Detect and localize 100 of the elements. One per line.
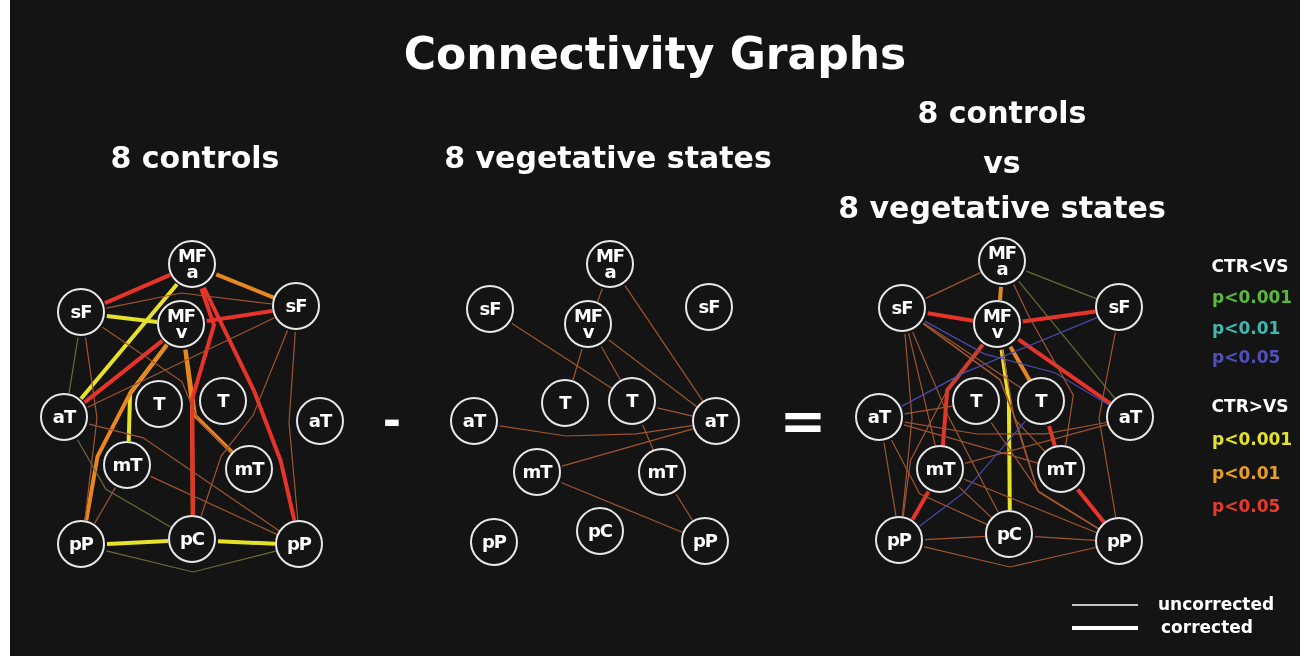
connection-line (1018, 280, 1116, 400)
connection-line (79, 282, 179, 401)
brain-region-node (952, 377, 1000, 425)
node-label: T (216, 393, 231, 409)
connection-line (572, 348, 583, 381)
node-label: sF (697, 299, 721, 315)
connection-line (202, 286, 297, 522)
connection-line (1008, 345, 1032, 382)
connection-line (511, 323, 613, 389)
brain-region-node (586, 240, 634, 288)
brain-region-node (272, 282, 320, 330)
brain-region-node (541, 379, 589, 427)
brain-region-node (466, 285, 514, 333)
connection-line (1025, 270, 1098, 300)
node-label: T (1034, 393, 1049, 409)
brain-region-node (513, 448, 561, 496)
connection-line (927, 311, 974, 323)
node-label: aT (703, 413, 729, 429)
brain-region-node (875, 516, 923, 564)
connection-line (624, 285, 704, 402)
connection-line (190, 287, 217, 515)
node-label: mT (1046, 461, 1076, 477)
connection-line (105, 292, 273, 309)
node-label: T (558, 395, 573, 411)
brain-region-node (168, 240, 216, 288)
node-label: MF v (573, 308, 603, 340)
node-label: mT (522, 464, 552, 480)
node-label: mT (647, 464, 677, 480)
minus-sign: - (382, 395, 402, 446)
equals-sign: = (779, 388, 827, 453)
connection-line (561, 428, 694, 467)
connection-line (1098, 332, 1117, 518)
node-label: MF v (166, 308, 196, 340)
connection-line (1047, 425, 1057, 447)
brain-region-node (275, 520, 323, 568)
connection-line (1022, 309, 1096, 324)
graph-heading: 8 vegetative states (444, 140, 772, 175)
connection-line (106, 539, 169, 546)
connection-line (902, 344, 984, 517)
connection-line (104, 273, 171, 305)
connection-line (597, 287, 603, 303)
graph-heading: 8 controls (110, 140, 280, 175)
node-label: MF a (595, 248, 625, 280)
brain-region-node (978, 237, 1026, 285)
node-label: sF (1107, 299, 1131, 315)
brain-region-node (1106, 393, 1154, 441)
brain-region-node (576, 507, 624, 555)
brain-region-node (450, 397, 498, 445)
node-label: pP (885, 532, 913, 548)
legend-label: p<0.01 (1212, 463, 1281, 483)
brain-region-node (168, 515, 216, 563)
connection-line (891, 439, 988, 526)
legend-label: p<0.05 (1212, 496, 1281, 516)
brain-region-node (916, 445, 964, 493)
connection-line (901, 333, 913, 517)
connection-line (76, 439, 172, 528)
title: Connectivity Graphs (403, 28, 907, 79)
brain-region-node (564, 300, 612, 348)
connection-line (84, 343, 169, 521)
connection-line (903, 424, 1039, 464)
connection-line (217, 539, 276, 546)
connection-line (68, 337, 79, 394)
node-label: sF (69, 304, 93, 320)
connection-line (912, 331, 1000, 514)
legend-label: p<0.01 (1212, 318, 1281, 338)
brain-region-node (685, 283, 733, 331)
connection-line (964, 424, 1108, 464)
connection-line (87, 317, 275, 408)
connection-line (83, 339, 164, 404)
connection-line (883, 442, 897, 517)
legend-label: corrected (1161, 617, 1253, 637)
brain-region-node (57, 520, 105, 568)
connection-line (925, 272, 981, 299)
node-label: mT (234, 461, 264, 477)
brain-region-node (157, 300, 205, 348)
node-label: pP (1105, 533, 1133, 549)
brain-region-node (855, 393, 903, 441)
brain-region-node (296, 397, 344, 445)
legend-heading: CTR<VS (1211, 256, 1289, 276)
connection-line (105, 550, 277, 573)
node-label: pC (586, 523, 614, 539)
connection-line (919, 420, 1027, 527)
brain-region-node (1037, 445, 1085, 493)
brain-region-node (1017, 377, 1065, 425)
connection-line (1034, 536, 1096, 541)
brain-region-node (638, 448, 686, 496)
brain-region-node (692, 397, 740, 445)
brain-region-node (608, 377, 656, 425)
connection-line (1001, 349, 1100, 530)
connection-line (288, 331, 299, 521)
node-label: pP (480, 534, 508, 550)
node-label: sF (890, 300, 914, 316)
connection-line (560, 481, 684, 534)
legend-label: p<0.001 (1212, 287, 1293, 307)
connection-line (200, 329, 289, 517)
connection-line (608, 339, 698, 408)
connection-line (88, 423, 280, 532)
node-label: MF a (177, 248, 207, 280)
connection-line (656, 407, 694, 417)
legend-label: uncorrected (1158, 594, 1275, 614)
